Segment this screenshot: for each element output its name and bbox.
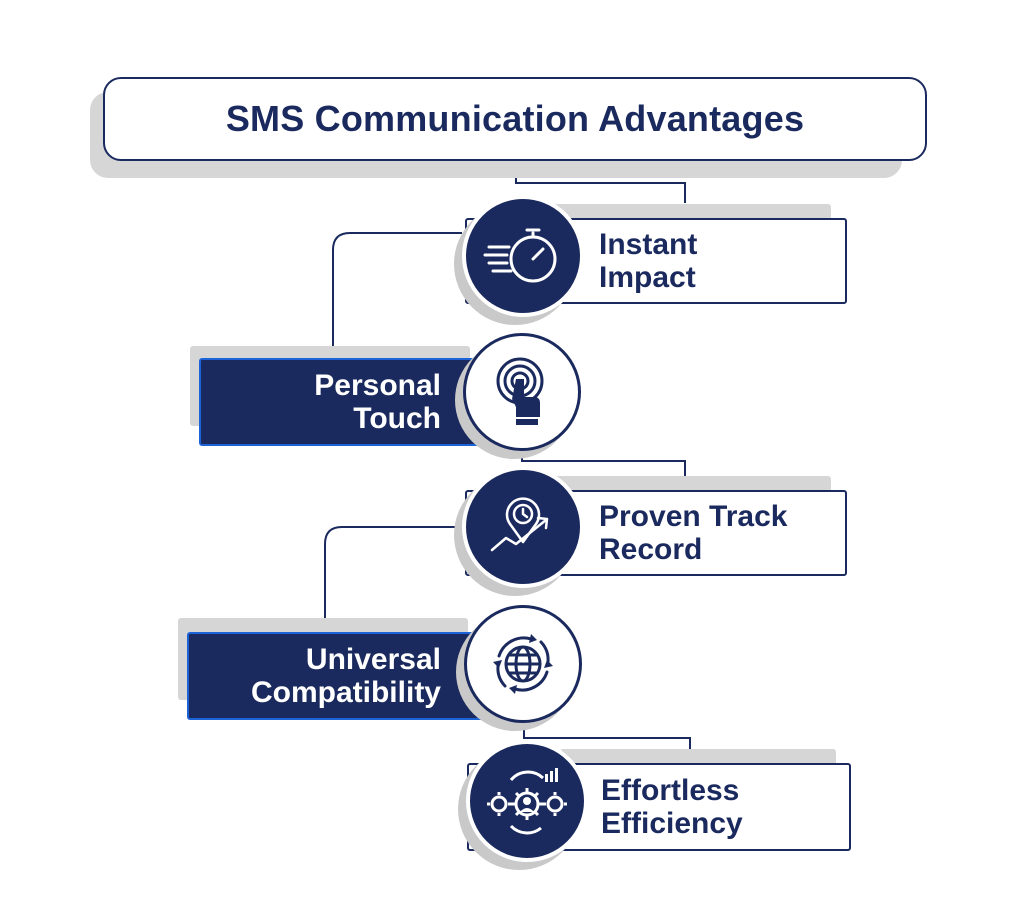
- page-title: SMS Communication Advantages: [225, 98, 805, 139]
- item-circle: [463, 333, 581, 451]
- location-clock-icon: [490, 497, 549, 552]
- stopwatch-icon: [483, 228, 557, 283]
- item-circle: [462, 466, 584, 588]
- item-circle: [466, 740, 588, 862]
- item-label: Proven Track Record: [599, 500, 788, 566]
- item-label: Instant Impact: [599, 228, 698, 294]
- touch-finger-icon: [496, 357, 544, 425]
- item-label: Personal Touch: [314, 369, 441, 435]
- item-personal-touch: Personal Touch: [199, 358, 529, 446]
- title-box: SMS Communication Advantages: [103, 77, 927, 161]
- globe-sync-icon: [493, 634, 553, 694]
- item-label: Effortless Efficiency: [601, 774, 743, 840]
- item-circle: [462, 195, 584, 317]
- gears-user-icon: [487, 768, 567, 835]
- item-circle: [464, 605, 582, 723]
- item-label: Universal Compatibility: [250, 643, 441, 709]
